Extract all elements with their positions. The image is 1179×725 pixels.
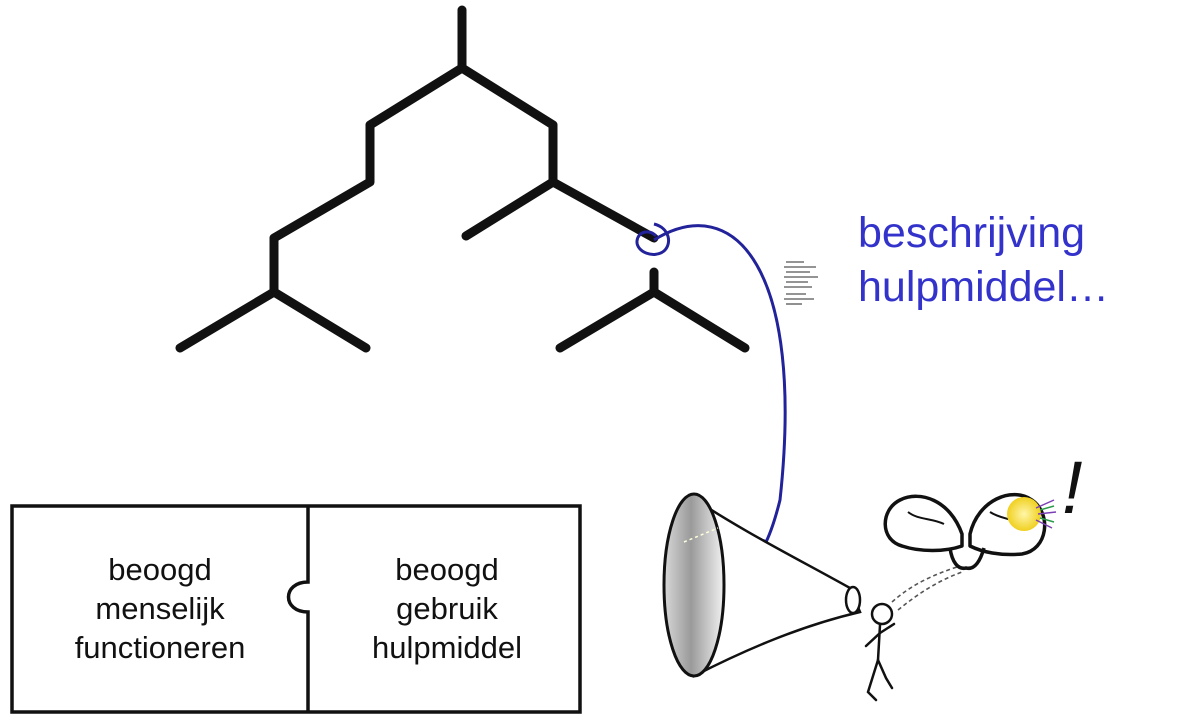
bulb-rays	[1035, 499, 1057, 529]
hulpmiddel-caption: beschrijving hulpmiddel…	[858, 206, 1176, 314]
megaphone-bell	[662, 492, 726, 678]
bulb-glow	[1007, 497, 1041, 531]
megaphone-icon	[662, 492, 862, 679]
caption-line-1: beschrijving	[858, 209, 1086, 257]
figure-legs	[866, 658, 894, 702]
puzzle-piece-left: beoogd menselijk functioneren	[24, 550, 296, 667]
brain-left-hemisphere	[883, 494, 964, 553]
puzzle-frame	[10, 504, 582, 714]
node-spiral-icon	[635, 222, 671, 256]
right-piece-line-1: beoogd	[395, 552, 499, 587]
right-piece-line-3: hulpmiddel	[372, 630, 522, 665]
figure-arms	[864, 622, 896, 648]
tree-mid-right-branch	[548, 177, 659, 243]
exclamation-mark: !	[1062, 446, 1083, 529]
left-piece-line-1: beoogd	[108, 552, 212, 587]
puzzle-piece-right: beoogd gebruik hulpmiddel	[318, 550, 576, 667]
caption-line-2: hulpmiddel…	[858, 263, 1109, 311]
tree-mid-left-leaf	[461, 177, 558, 241]
stick-figure-icon	[864, 602, 896, 702]
megaphone-shine	[683, 527, 719, 543]
tree-left-branch	[269, 63, 467, 297]
brain-stem	[948, 547, 986, 571]
left-piece-line-2: menselijk	[95, 591, 225, 626]
thought-trail	[891, 565, 963, 611]
lightbulb-icon	[1007, 497, 1057, 531]
right-piece-line-2: gebruik	[396, 591, 498, 626]
figure-head	[870, 602, 894, 626]
branching-tree-icon	[175, 5, 750, 353]
bulb-rays-green	[1039, 505, 1055, 523]
document-icon	[784, 261, 818, 305]
tree-right-fork	[555, 287, 750, 353]
puzzle-icon	[10, 504, 582, 714]
left-piece-line-3: functioneren	[74, 630, 246, 665]
connector-curve	[653, 224, 787, 547]
tree-left-fork	[175, 287, 371, 353]
puzzle-divider	[286, 506, 310, 712]
tree-right-branch	[457, 63, 558, 187]
megaphone-body	[688, 493, 862, 679]
megaphone-mouthpiece	[844, 585, 862, 615]
figure-body	[876, 623, 882, 662]
